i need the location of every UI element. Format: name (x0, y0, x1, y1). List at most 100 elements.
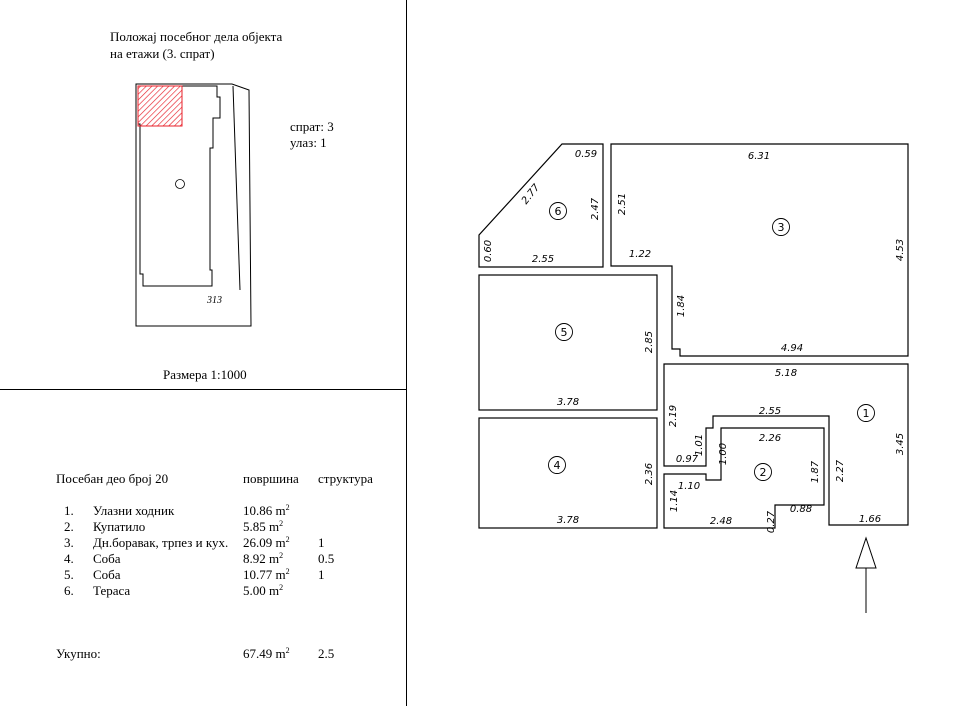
room-number-1: 1 (863, 407, 870, 420)
row-area-unit: m (275, 503, 286, 518)
row-area: 10.77 m2 (243, 567, 290, 583)
row-area-exp: 2 (285, 567, 290, 576)
dim-r5-bottom: 3.78 (557, 397, 579, 408)
room-marker-4 (548, 456, 566, 474)
row-number: 6. (64, 583, 74, 598)
floor-plan (478, 143, 909, 613)
total-structure: 2.5 (318, 646, 335, 661)
room-4-outline (478, 417, 658, 529)
room-number-6: 6 (555, 205, 562, 218)
row-area-value: 10.86 (243, 503, 273, 518)
row-number: 5. (64, 567, 74, 582)
dim-r1-inner-right: 2.27 (835, 459, 846, 482)
row-area-exp: 2 (279, 519, 284, 528)
dim-r2-left: 1.00 (718, 443, 729, 465)
dim-r3-right: 4.53 (895, 239, 906, 261)
room-number-4: 4 (554, 459, 561, 472)
parcel-number: 313 (206, 295, 222, 306)
row-area-exp: 2 (279, 551, 284, 560)
room-3-outline (610, 143, 909, 357)
row-structure: 1 (318, 567, 325, 582)
dim-r3-inner: 1.84 (676, 295, 687, 317)
room-number-3: 3 (778, 221, 785, 234)
scale-label: Размера 1:1000 (163, 367, 247, 382)
row-area-value: 26.09 (243, 535, 273, 550)
room-5-outline (478, 274, 658, 411)
dim-r6-left: 0.60 (483, 240, 494, 262)
locator-title: Положај посебног дела објекта на етажи (… (110, 28, 282, 62)
dim-r2-left-low: 1.14 (669, 490, 680, 512)
dim-r1-right: 3.45 (895, 433, 906, 455)
room-marker-2 (754, 463, 772, 481)
row-area-unit: m (269, 583, 280, 598)
row-number: 2. (64, 519, 74, 534)
row-number: 4. (64, 551, 74, 566)
dim-r1-left: 2.19 (668, 405, 679, 427)
title-line-2: на етажи (3. спрат) (110, 46, 215, 61)
dim-r2-step-v: 0.27 (766, 510, 777, 533)
total-area-unit: m (275, 646, 286, 661)
dim-r1-inner-top: 2.55 (759, 406, 781, 417)
room-marker-3 (772, 218, 790, 236)
total-area-exp: 2 (285, 646, 290, 655)
row-number: 1. (64, 503, 74, 518)
room-number-5: 5 (561, 326, 568, 339)
row-area: 5.00 m2 (243, 583, 283, 599)
dim-r3-bottom: 4.94 (781, 343, 803, 354)
dim-r6-bottom: 2.55 (532, 254, 554, 265)
parcel-outline (135, 83, 252, 327)
unit-position-highlight (137, 85, 183, 127)
row-area-unit: m (275, 535, 286, 550)
row-structure: 1 (318, 535, 325, 550)
unit-table: Посебан део број 20 површина структура 1… (0, 0, 406, 706)
room-markers (548, 202, 875, 481)
row-area-value: 5.00 (243, 583, 266, 598)
row-name: Купатило (93, 519, 146, 534)
dim-r1-notch-v: 1.01 (694, 434, 705, 456)
row-area-exp: 2 (285, 503, 290, 512)
dim-r4-bottom: 3.78 (557, 515, 579, 526)
row-area-value: 5.85 (243, 519, 266, 534)
total-label: Укупно: (56, 646, 101, 661)
row-name: Улазни ходник (93, 503, 175, 518)
room-marker-5 (555, 323, 573, 341)
row-name: Соба (93, 567, 121, 582)
dim-r2-right: 1.87 (810, 460, 821, 483)
dim-r2-step: 0.88 (790, 504, 812, 515)
row-area-value: 10.77 (243, 567, 273, 582)
room-2-outline (663, 427, 825, 529)
unit-label: Посебан део број 20 (56, 471, 169, 486)
row-name: Дн.боравак, трпез и кух. (93, 535, 229, 550)
row-area: 5.85 m2 (243, 519, 283, 535)
area-header: површина (243, 471, 299, 486)
total-area-value: 67.49 (243, 646, 273, 661)
dim-r6-top: 0.59 (575, 149, 597, 160)
dim-r2-top: 2.26 (759, 433, 781, 444)
room-marker-1 (857, 404, 875, 422)
row-area-exp: 2 (285, 535, 290, 544)
locator-sketch: 313 (135, 83, 252, 327)
building-outline (137, 85, 221, 287)
total-area: 67.49 m2 (243, 646, 290, 662)
row-area-unit: m (269, 519, 280, 534)
horizontal-divider (0, 389, 407, 390)
title-line-1: Положај посебног дела објекта (110, 29, 283, 44)
vertical-divider (406, 0, 407, 706)
dim-r6-right: 2.47 (590, 197, 601, 220)
room-marker-6 (549, 202, 567, 220)
row-area-unit: m (269, 551, 280, 566)
entry-arrow-head (855, 536, 877, 569)
row-area: 10.86 m2 (243, 503, 290, 519)
entrance-label: улаз: 1 (290, 135, 327, 150)
row-area: 8.92 m2 (243, 551, 283, 567)
building-mark-circle (175, 179, 185, 189)
row-area-unit: m (275, 567, 286, 582)
dim-r1-notch-h: 0.97 (676, 454, 699, 465)
room-number-2: 2 (760, 466, 767, 479)
dim-r3-left: 2.51 (617, 193, 628, 215)
structure-header: структура (318, 471, 373, 486)
dim-r3-top: 6.31 (748, 151, 770, 162)
dim-r4-right: 2.36 (644, 463, 655, 485)
dim-r1-top: 5.18 (775, 368, 797, 379)
